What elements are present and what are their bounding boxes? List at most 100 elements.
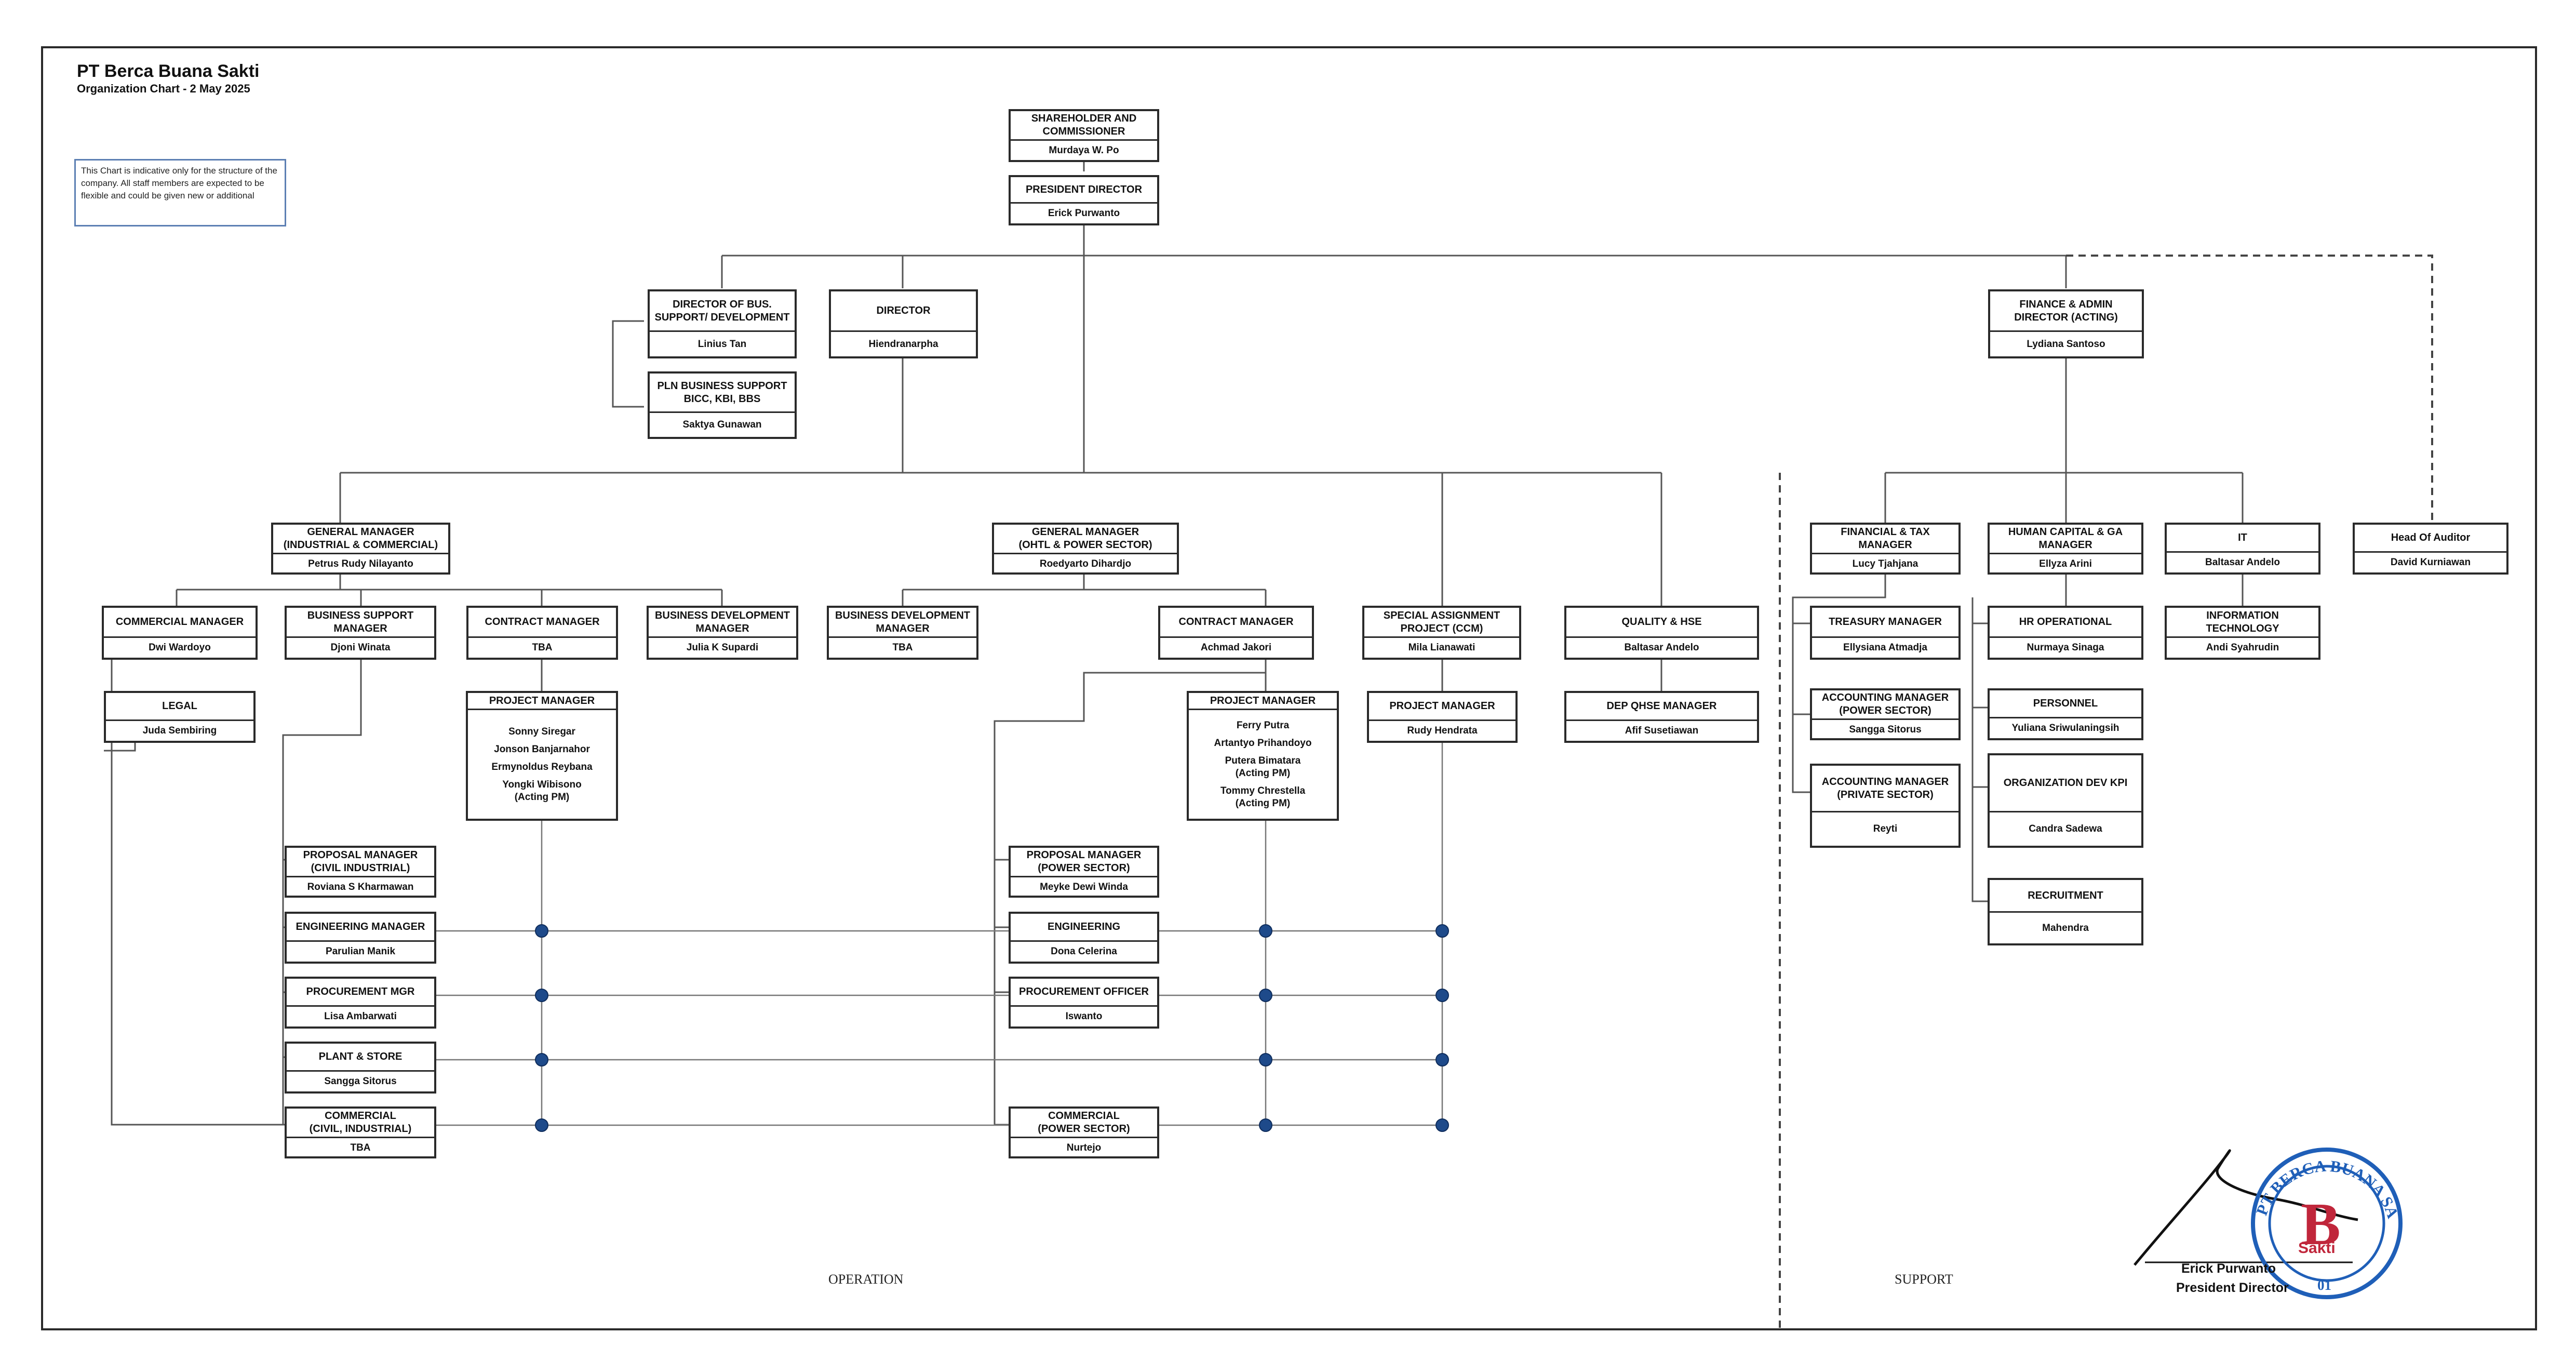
org-box-comm-civil: COMMERCIAL (CIVIL, INDUSTRIAL)TBA	[285, 1106, 436, 1158]
org-box-title: BUSINESS SUPPORT MANAGER	[307, 609, 414, 634]
org-box-names: Nurtejo	[1011, 1137, 1157, 1158]
person-name: Achmad Jakori	[1200, 642, 1272, 653]
person-name: Sonny Siregar	[508, 726, 575, 737]
person-name: Baltasar Andelo	[1624, 642, 1699, 653]
org-box-names: Lucy Tjahjana	[1812, 553, 1958, 574]
person-name: Julia K Supardi	[686, 642, 759, 653]
org-box-title: COMMERCIAL (POWER SECTOR)	[1038, 1110, 1130, 1135]
org-box-title: LEGAL	[162, 700, 197, 712]
org-box-names: Andi Syahrudin	[2167, 636, 2318, 658]
org-box-title: DIRECTOR	[876, 305, 931, 316]
person-name: Candra Sadewa	[2029, 823, 2102, 834]
person-name: Tommy Chrestella (Acting PM)	[1220, 785, 1306, 809]
org-box-names: Dona Celerina	[1011, 940, 1157, 962]
person-name: Baltasar Andelo	[2205, 557, 2280, 568]
org-box-title: PROPOSAL MANAGER (POWER SECTOR)	[1026, 849, 1142, 874]
org-box-title: DEP QHSE MANAGER	[1606, 700, 1717, 712]
org-box-names: Iswanto	[1011, 1005, 1157, 1026]
org-box-title: TREASURY MANAGER	[1829, 616, 1942, 628]
org-box-proposal-1: PROPOSAL MANAGER (CIVIL INDUSTRIAL)Rovia…	[285, 846, 436, 898]
person-name: Lydiana Santoso	[2027, 338, 2105, 350]
signatory-name: Erick Purwanto	[2181, 1261, 2276, 1276]
chart-subtitle: Organization Chart - 2 May 2025	[77, 82, 250, 95]
disclaimer-note: This Chart is indicative only for the st…	[74, 159, 286, 226]
person-name: Yuliana Sriwulaningsih	[2011, 723, 2119, 734]
org-box-names: Juda Sembiring	[106, 719, 253, 741]
org-box-names: Dwi Wardoyo	[104, 636, 256, 658]
org-box-names: Lisa Ambarwati	[287, 1005, 434, 1026]
org-box-title: INFORMATION TECHNOLOGY	[2206, 609, 2279, 634]
org-box-title: ACCOUNTING MANAGER (PRIVATE SECTOR)	[1821, 776, 1949, 801]
person-name: Roedyarto Dihardjo	[1039, 558, 1132, 569]
org-box-title: FINANCIAL & TAX MANAGER	[1841, 526, 1930, 551]
person-name: David Kurniawan	[2390, 557, 2471, 568]
person-name: Erick Purwanto	[1048, 208, 1120, 219]
org-box-title: PERSONNEL	[2033, 698, 2098, 709]
org-box-it: IT Baltasar Andelo	[2165, 523, 2320, 575]
chart-frame	[41, 46, 2537, 1330]
org-box-title: Head Of Auditor	[2391, 532, 2471, 543]
org-box-title: HR OPERATIONAL	[2019, 616, 2112, 628]
person-name: Linius Tan	[697, 338, 747, 350]
org-box-names: TBA	[829, 636, 976, 658]
org-box-proc-mgr: PROCUREMENT MGR Lisa Ambarwati	[285, 977, 436, 1029]
org-box-bus-dev-2: BUSINESS DEVELOPMENT MANAGER TBA	[827, 606, 978, 660]
org-box-names: Mahendra	[1990, 911, 2141, 943]
org-box-title: RECRUITMENT	[2028, 889, 2103, 901]
org-box-dep-qhse: DEP QHSE MANAGER Afif Susetiawan	[1564, 691, 1759, 743]
person-name: Djoni Winata	[330, 642, 391, 653]
org-box-title: HUMAN CAPITAL & GA MANAGER	[2008, 526, 2123, 551]
org-box-title: BUSINESS DEVELOPMENT MANAGER	[835, 609, 971, 634]
org-box-special: SPECIAL ASSIGNMENT PROJECT (CCM)Mila Lia…	[1362, 606, 1521, 660]
org-box-title: IT	[2238, 532, 2247, 543]
org-box-title: PROJECT MANAGER	[489, 695, 595, 706]
person-name: Rudy Hendrata	[1407, 725, 1478, 736]
person-name: TBA	[892, 642, 913, 653]
signatory-title: President Director	[2176, 1281, 2289, 1295]
org-box-title: SHAREHOLDER AND COMMISSIONER	[1031, 113, 1137, 137]
person-name: Mahendra	[2042, 922, 2089, 934]
person-name: Artantyo Prihandoyo	[1214, 737, 1312, 749]
person-name: Roviana S Kharmawan	[307, 882, 414, 892]
person-name: Ellysiana Atmadja	[1843, 642, 1927, 653]
org-box-proposal-2: PROPOSAL MANAGER (POWER SECTOR)Meyke Dew…	[1009, 846, 1159, 898]
person-name: Mila Lianawati	[1408, 642, 1475, 653]
org-box-title: FINANCE & ADMIN DIRECTOR (ACTING)	[2014, 298, 2118, 323]
org-box-info-tech: INFORMATION TECHNOLOGY Andi Syahrudin	[2165, 606, 2320, 660]
org-box-title: PROJECT MANAGER	[1210, 695, 1316, 706]
org-box-comm-power: COMMERCIAL (POWER SECTOR)Nurtejo	[1009, 1106, 1159, 1158]
stamp-number: 01	[2317, 1277, 2331, 1293]
person-name: Sangga Sitorus	[1849, 724, 1922, 735]
person-name: Dwi Wardoyo	[149, 642, 211, 653]
org-box-names: Baltasar Andelo	[1566, 636, 1757, 658]
person-name: Juda Sembiring	[142, 725, 217, 736]
org-box-names: Hiendranarpha	[831, 330, 976, 356]
person-name: Jonson Banjarnahor	[494, 743, 590, 755]
org-box-title: DIRECTOR OF BUS. SUPPORT/ DEVELOPMENT	[654, 298, 790, 323]
org-box-title: PROCUREMENT MGR	[306, 986, 415, 997]
org-box-names: Rudy Hendrata	[1369, 719, 1515, 741]
org-box-names: Linius Tan	[650, 330, 795, 356]
org-box-names: TBA	[287, 1137, 434, 1158]
org-box-acc-power: ACCOUNTING MANAGER (POWER SECTOR)Sangga …	[1810, 688, 1961, 740]
org-box-names: TBA	[468, 636, 616, 658]
person-name: Parulian Manik	[325, 946, 396, 957]
org-box-names: Afif Susetiawan	[1566, 719, 1757, 741]
org-box-title: GENERAL MANAGER (OHTL & POWER SECTOR)	[1018, 526, 1152, 551]
org-box-title: GENERAL MANAGER (INDUSTRIAL & COMMERCIAL…	[283, 526, 438, 551]
person-name: Lisa Ambarwati	[324, 1011, 397, 1022]
person-name: Andi Syahrudin	[2206, 642, 2279, 653]
org-box-names: Candra Sadewa	[1990, 811, 2141, 846]
org-box-names: Roviana S Kharmawan	[287, 876, 434, 897]
